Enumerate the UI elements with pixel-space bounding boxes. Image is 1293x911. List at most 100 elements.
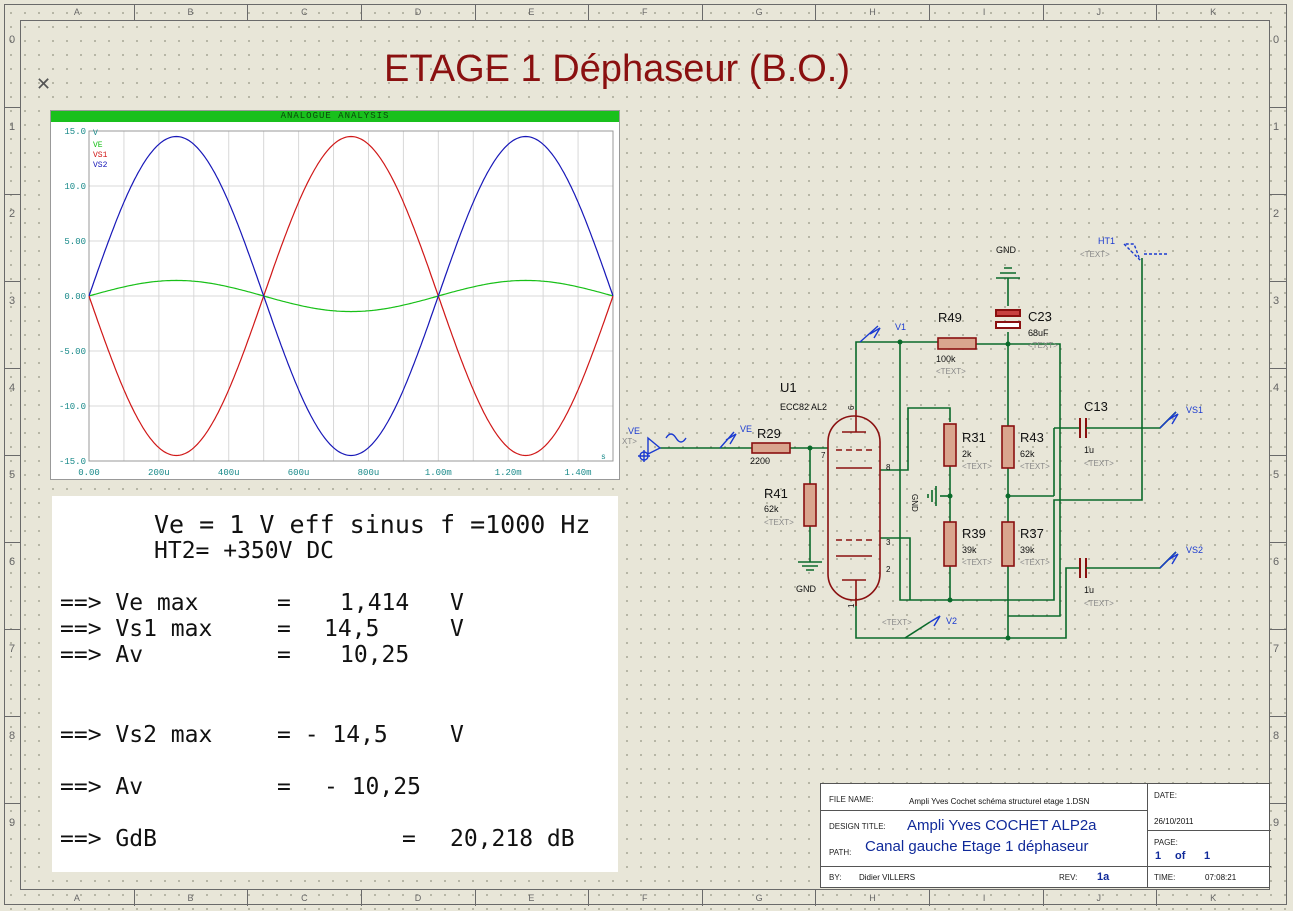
ruler-tick: [133, 4, 135, 20]
ruler-tick: [4, 542, 20, 543]
r41-body: [803, 483, 817, 527]
x-tick-label: 200u: [148, 468, 170, 478]
row-marker-2: 2: [9, 207, 16, 220]
row-marker-1: 1: [1273, 120, 1280, 133]
r49-value: 100k: [936, 354, 956, 364]
column-marker-j: J: [1096, 893, 1102, 903]
notes-supply: HT2= +350V DC: [154, 538, 335, 564]
pin-6: 6: [847, 405, 856, 410]
wires: [660, 258, 1177, 640]
column-marker-j: J: [1096, 7, 1102, 17]
r37-text: <TEXT>: [1020, 558, 1050, 567]
y-tick-label: 5.00: [64, 237, 86, 247]
v2-text: <TEXT>: [882, 618, 912, 627]
pin-3: 3: [886, 538, 891, 547]
ruler-tick: [1270, 542, 1286, 543]
x-tick-label: 800u: [358, 468, 380, 478]
x-tick-label: 1.40m: [565, 468, 592, 478]
file-name-label: FILE NAME:: [829, 795, 874, 804]
path-label: PATH:: [829, 848, 852, 857]
c13-text: <TEXT>: [1084, 459, 1114, 468]
r49-text: <TEXT>: [936, 367, 966, 376]
junction-dots: [807, 339, 1011, 641]
y-unit-label: V: [93, 129, 98, 138]
legend-vs1: VS1: [93, 151, 108, 160]
r31-value: 2k: [962, 449, 972, 459]
notes-input-signal: Ve = 1 V eff sinus f =1000 Hz: [154, 510, 591, 539]
pin-7: 7: [821, 451, 826, 460]
vs1-max-value: 14,5: [324, 616, 380, 642]
ruler-tick: [4, 107, 20, 108]
ruler-tick: [360, 4, 362, 20]
probe-markers: [638, 243, 1179, 627]
ecc82-tube[interactable]: [827, 410, 881, 606]
r29-label: R29: [757, 426, 781, 441]
column-marker-k: K: [1210, 893, 1217, 903]
by-value: Didier VILLERS: [859, 873, 916, 882]
ground-symbols: [798, 267, 1020, 571]
ht1-label: HT1: [1098, 236, 1115, 246]
ruler-tick: [1270, 368, 1286, 369]
y-tick-label: 0.00: [64, 292, 86, 302]
column-marker-g: G: [755, 7, 763, 17]
av1-value: 10,25: [340, 642, 410, 668]
graph-header: ANALOGUE ANALYSIS: [51, 111, 619, 122]
ruler-tick: [815, 4, 817, 20]
c13-value: 1u: [1084, 445, 1094, 455]
page-of: of: [1175, 850, 1186, 862]
row-marker-5: 5: [9, 468, 16, 481]
drawing-border: [20, 20, 1270, 890]
ruler-tick: [4, 629, 20, 630]
ruler-tick: [701, 4, 703, 20]
pin-8: 8: [886, 463, 891, 472]
ve-max-eq: =: [277, 590, 291, 616]
close-icon[interactable]: ✕: [36, 74, 52, 94]
row-marker-5: 5: [1273, 468, 1280, 481]
column-marker-b: B: [187, 893, 194, 903]
xt-label: XT>: [622, 437, 637, 446]
y-tick-label: -5.00: [59, 347, 86, 357]
ruler-tick: [360, 890, 362, 906]
ruler-tick: [701, 890, 703, 906]
y-tick-label: 10.0: [64, 182, 86, 192]
av1-label: ==> Av: [60, 642, 144, 668]
ruler-tick: [929, 4, 931, 20]
x-tick-label: 400u: [218, 468, 240, 478]
vs1-max-eq: =: [277, 616, 291, 642]
row-marker-9: 9: [1273, 816, 1280, 829]
column-marker-c: C: [301, 7, 308, 17]
ruler-tick: [1270, 194, 1286, 195]
rev-value: 1a: [1097, 871, 1110, 883]
design-title-label: DESIGN TITLE:: [829, 822, 886, 831]
sheet-title: ETAGE 1 Déphaseur (B.O.): [384, 48, 851, 90]
column-marker-i: I: [982, 7, 986, 17]
r39-label: R39: [962, 526, 986, 541]
u1-label: U1: [780, 380, 797, 395]
column-marker-h: H: [869, 893, 876, 903]
ruler-tick: [1270, 629, 1286, 630]
ve-terminal-label: VE: [628, 426, 640, 436]
row-marker-0: 0: [9, 33, 16, 46]
row-marker-3: 3: [9, 294, 16, 307]
vs2-max-unit: V: [450, 722, 464, 748]
ruler-tick: [4, 281, 20, 282]
date-value: 26/10/2011: [1154, 817, 1194, 826]
row-marker-3: 3: [1273, 294, 1280, 307]
ve-max-label: ==> Ve max: [60, 590, 199, 616]
vs1-max-unit: V: [450, 616, 464, 642]
c-vs2-value: 1u: [1084, 585, 1094, 595]
ruler-tick: [1270, 455, 1286, 456]
u1-type: ECC82 AL2: [780, 402, 827, 412]
c23-label: C23: [1028, 309, 1052, 324]
ruler-tick: [588, 890, 590, 906]
date-label: DATE:: [1154, 791, 1177, 800]
ruler-tick: [1156, 4, 1158, 20]
row-marker-7: 7: [9, 642, 16, 655]
column-marker-f: F: [642, 7, 648, 17]
row-marker-7: 7: [1273, 642, 1280, 655]
c23-value: 68uF: [1028, 328, 1049, 338]
column-marker-e: E: [528, 7, 535, 17]
ruler-tick: [815, 890, 817, 906]
